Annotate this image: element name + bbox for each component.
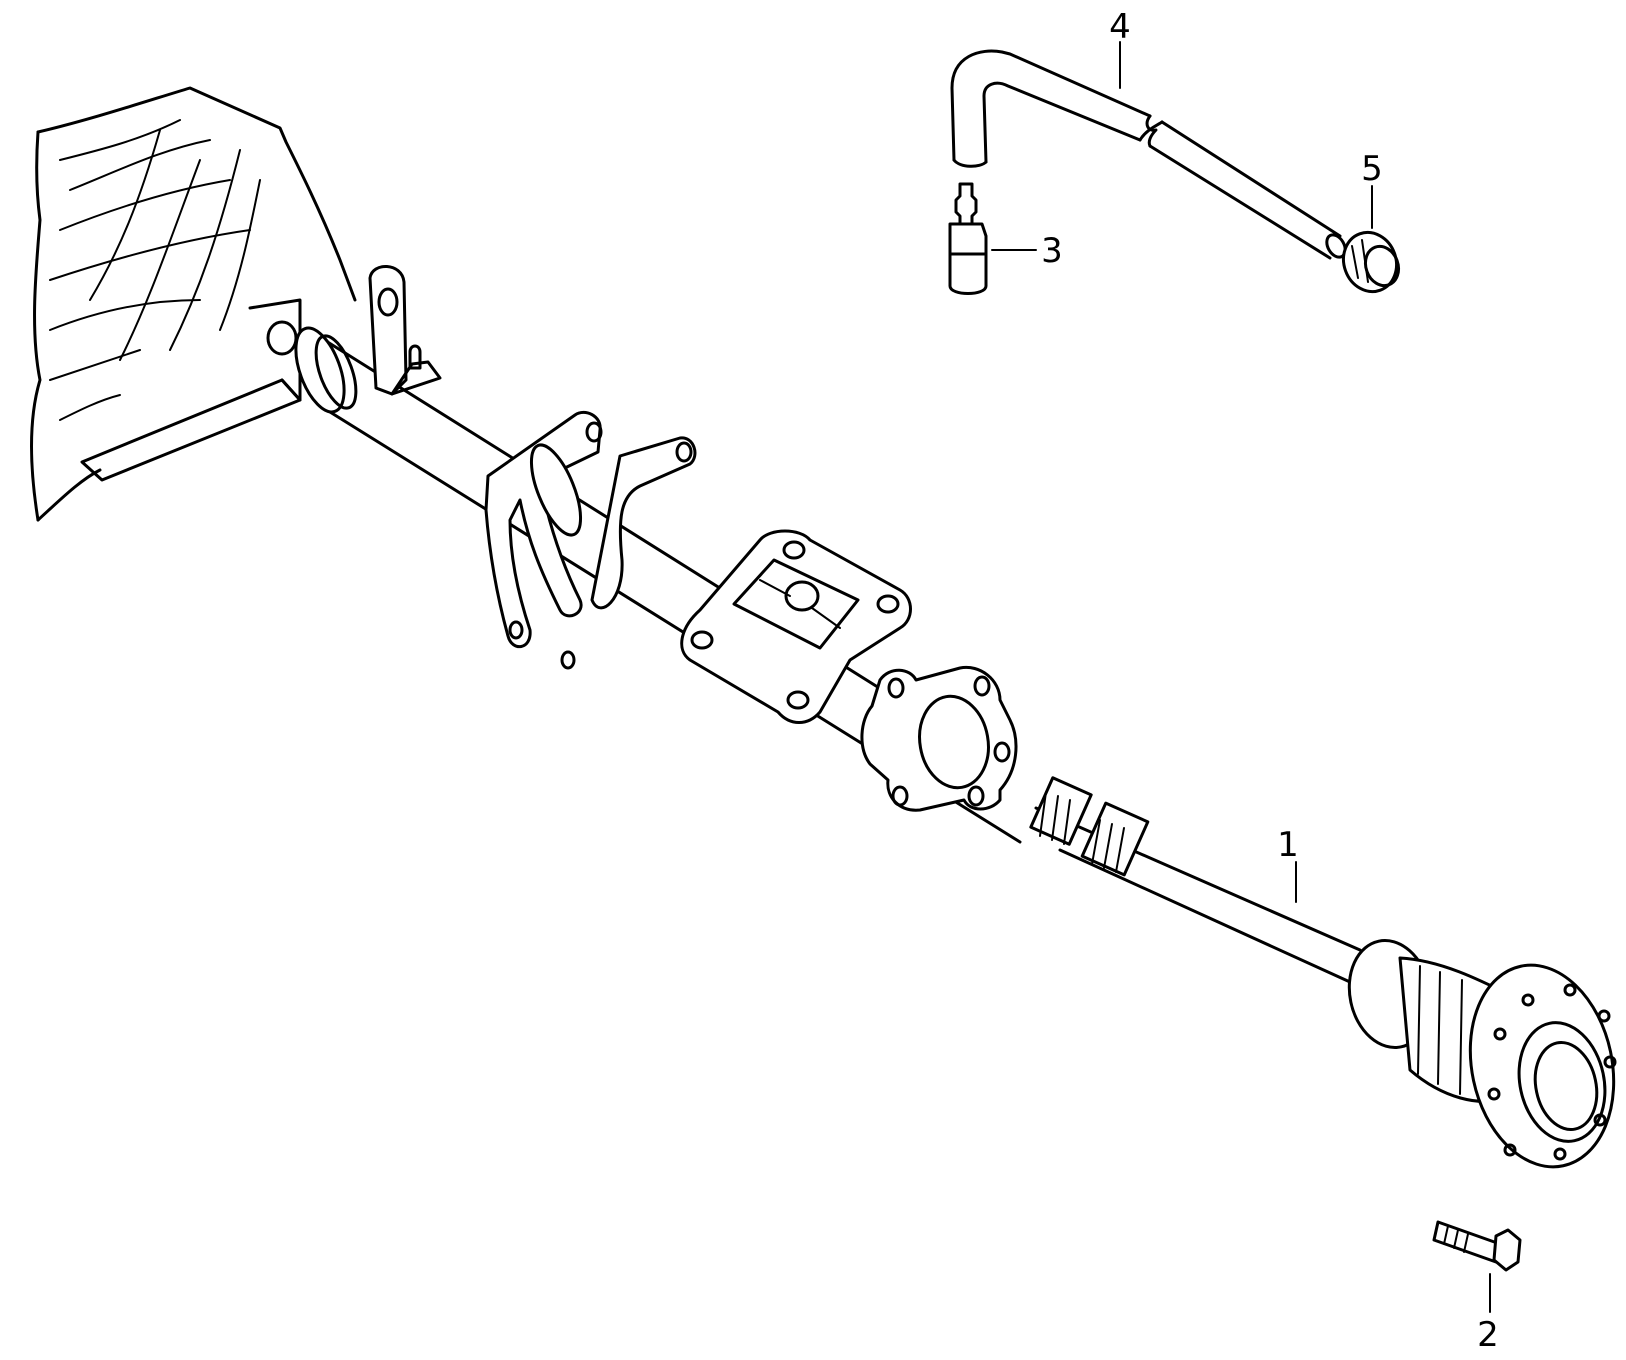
- mounting-tab: [368, 265, 442, 396]
- callout-4: 4: [1109, 7, 1131, 47]
- spring-bracket: [484, 410, 697, 670]
- breather-hose: [950, 49, 1347, 260]
- backing-plate-flange: [680, 529, 912, 724]
- hose-cap: [1342, 230, 1401, 294]
- leader-lines: [991, 41, 1491, 1313]
- tube-end-flange: [860, 665, 1018, 812]
- callout-3: 3: [1041, 231, 1063, 271]
- callout-1: 1: [1277, 825, 1299, 865]
- callout-2: 2: [1477, 1315, 1499, 1355]
- differential-housing: [30, 86, 357, 522]
- bolt: [1432, 1220, 1522, 1272]
- breather-valve: [948, 182, 988, 295]
- axle-shaft: [1029, 776, 1617, 1169]
- callout-5: 5: [1361, 149, 1383, 189]
